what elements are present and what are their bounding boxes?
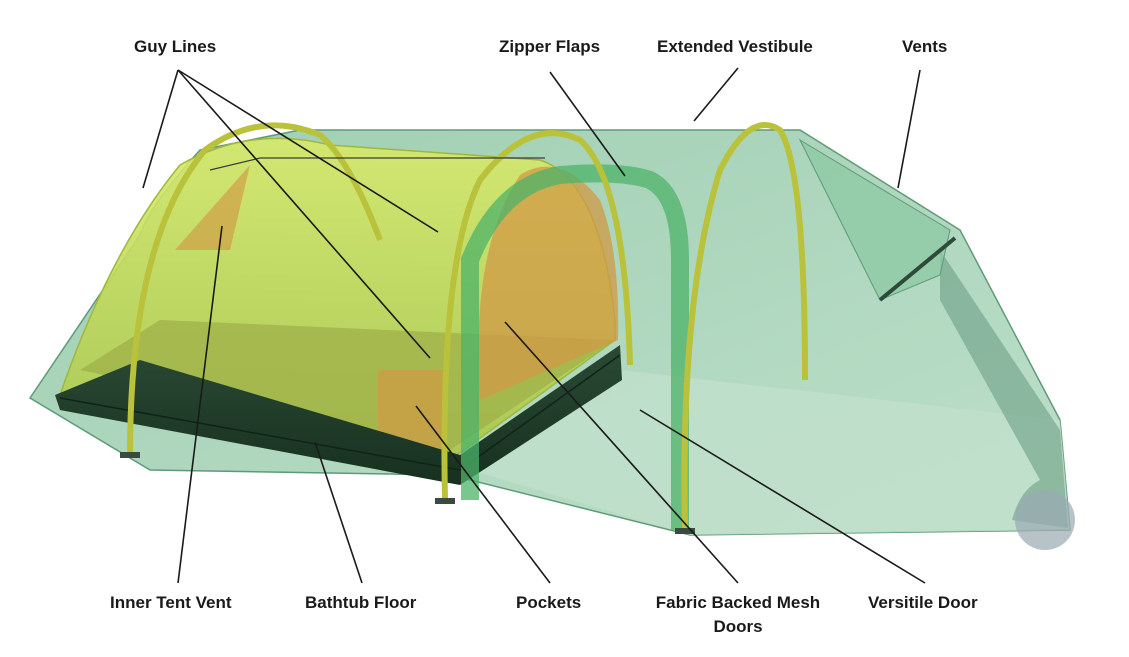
label-pockets: Pockets [516, 593, 582, 612]
guy-line-ridge [209, 157, 545, 171]
label-extended-vestibule: Extended Vestibule [657, 37, 813, 56]
label-zipper-flaps: Zipper Flaps [499, 37, 601, 56]
pole-1 [127, 122, 383, 456]
label-inner-tent-vent: Inner Tent Vent [110, 593, 232, 612]
pole-foot [675, 528, 695, 534]
vent-flap [798, 138, 951, 301]
label-fabric-backed-mesh-doors-line1: Fabric Backed Mesh [655, 593, 821, 612]
label-guy-lines: Guy Lines [134, 37, 217, 56]
vestibule-floor [470, 370, 1070, 535]
mesh-door-panel [478, 166, 619, 400]
vestibule-end-panel [940, 250, 1068, 528]
label-fabric-backed-mesh-doors-line2: Doors [713, 617, 763, 636]
vent-strut [878, 236, 957, 302]
pole-2 [441, 130, 633, 501]
inner-vent-panel [175, 165, 250, 250]
label-vents: Vents [902, 37, 948, 56]
bathtub-floor [55, 345, 622, 485]
pole-foot [435, 498, 455, 504]
pole-foot [120, 452, 140, 458]
pole-3 [681, 122, 808, 531]
leader-lines [142, 67, 926, 584]
label-bathtub-floor: Bathtub Floor [305, 593, 417, 612]
label-versitile-door: Versitile Door [868, 593, 978, 612]
end-anchor [1015, 490, 1075, 550]
label-fabric-backed-mesh-doors: Fabric Backed Mesh Doors [656, 591, 820, 639]
